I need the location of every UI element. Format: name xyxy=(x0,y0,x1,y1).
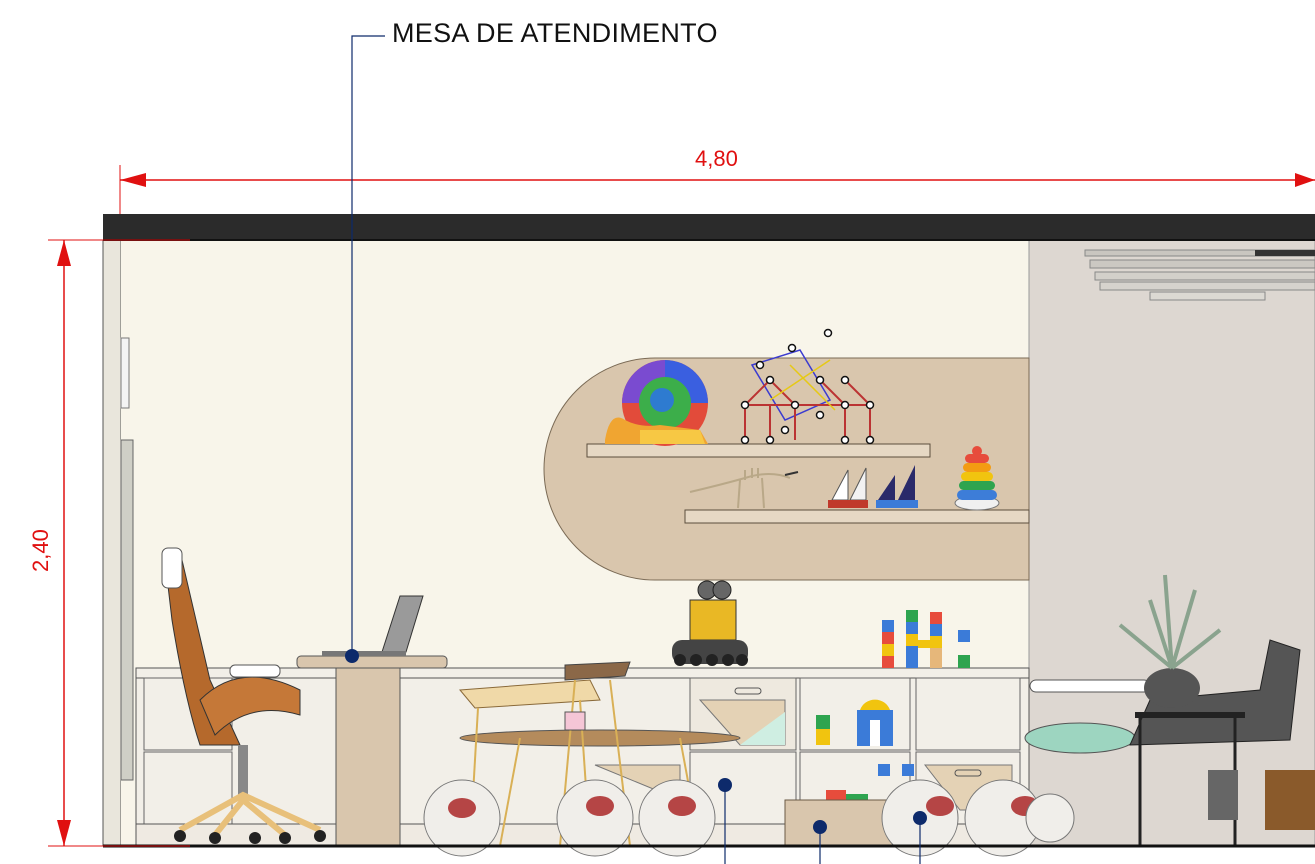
callout-dot-cabinet xyxy=(718,778,732,792)
callout-dot-pouf xyxy=(913,811,927,825)
stacking-rings-toy xyxy=(954,446,1000,511)
left-wall-trim xyxy=(120,337,130,409)
height-dimension-label: 2,40 xyxy=(28,529,53,572)
callout-dot-toybox xyxy=(813,820,827,834)
ceiling-fixture xyxy=(1084,249,1315,301)
height-dimension xyxy=(48,239,190,847)
construction-toy xyxy=(740,328,875,445)
ceiling-slab xyxy=(103,214,1315,240)
building-blocks xyxy=(882,610,970,668)
sailboat-toys xyxy=(828,465,918,508)
cabinet-toys xyxy=(816,699,914,800)
wooden-wall-panel xyxy=(543,357,1030,581)
callout-dot-desk xyxy=(345,649,359,663)
callout-label: MESA DE ATENDIMENTO xyxy=(392,18,718,48)
callout-dots xyxy=(345,649,927,834)
lower-shelf xyxy=(684,509,1030,524)
lounge-area xyxy=(1024,574,1315,846)
toy-box xyxy=(784,799,896,847)
service-desk xyxy=(296,655,448,847)
floor-poufs xyxy=(423,779,1075,857)
left-wall-panel xyxy=(120,439,134,781)
kids-table-set xyxy=(458,661,741,847)
snail-puzzle-toy xyxy=(605,360,708,446)
width-dimension-label: 4,80 xyxy=(695,146,738,171)
office-chair xyxy=(161,547,326,844)
left-wall xyxy=(102,239,122,847)
back-wall-grey xyxy=(1028,239,1315,847)
width-dimension xyxy=(119,165,1315,214)
robot-toy xyxy=(672,580,748,666)
dinosaur-skeleton xyxy=(689,468,799,509)
upper-shelf xyxy=(586,443,931,458)
laptop xyxy=(322,595,424,656)
